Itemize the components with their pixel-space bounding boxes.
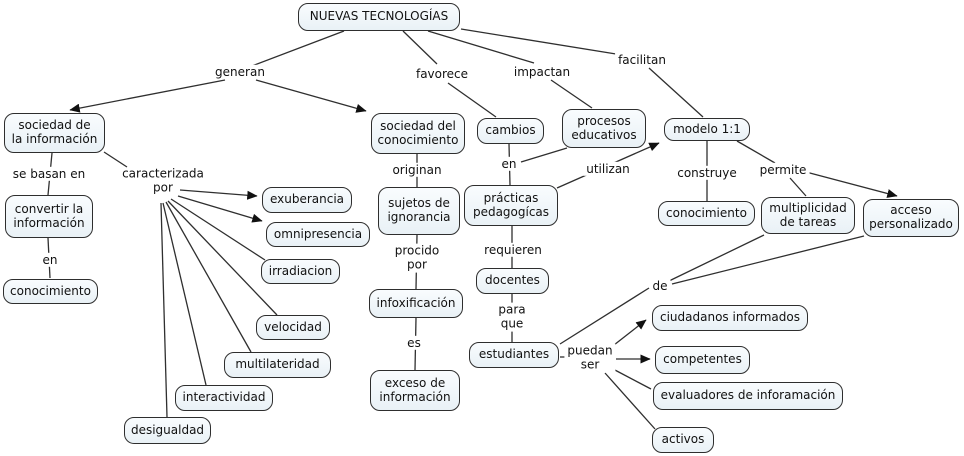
link-originan[interactable]: originan bbox=[389, 162, 445, 178]
node-conocimiento-derecha[interactable]: conocimiento bbox=[658, 201, 755, 226]
link-generan[interactable]: generan bbox=[212, 64, 268, 80]
link-puedan-ser[interactable]: puedan ser bbox=[564, 343, 616, 373]
node-activos[interactable]: activos bbox=[652, 427, 714, 453]
node-irradiacion[interactable]: irradiacion bbox=[261, 259, 340, 284]
node-multilateridad[interactable]: multilateridad bbox=[224, 352, 331, 378]
node-cambios[interactable]: cambios bbox=[477, 118, 544, 144]
connectors-top-level bbox=[69, 28, 704, 118]
connectors-modelo bbox=[668, 140, 898, 285]
node-docentes[interactable]: docentes bbox=[476, 268, 549, 294]
link-se-basan-en[interactable]: se basan en bbox=[9, 166, 89, 182]
connectors-estudiantes-fan bbox=[559, 287, 656, 430]
node-sujetos-ignorancia[interactable]: sujetos de ignorancia bbox=[378, 187, 460, 235]
link-utilizan[interactable]: utilizan bbox=[583, 161, 633, 177]
node-velocidad[interactable]: velocidad bbox=[256, 315, 330, 340]
link-requieren[interactable]: requieren bbox=[481, 242, 545, 258]
node-conocimiento-izquierda[interactable]: conocimiento bbox=[3, 279, 98, 304]
node-acceso-personalizado[interactable]: acceso personalizado bbox=[863, 199, 959, 237]
node-ciudadanos-informados[interactable]: ciudadanos informados bbox=[652, 305, 808, 331]
link-de[interactable]: de bbox=[649, 278, 671, 294]
node-infoxificacion[interactable]: infoxificación bbox=[369, 289, 463, 318]
node-modelo-1-1[interactable]: modelo 1:1 bbox=[664, 118, 750, 141]
node-estudiantes[interactable]: estudiantes bbox=[469, 342, 559, 368]
connectors-caracterizada-fan bbox=[160, 189, 278, 418]
node-competentes[interactable]: competentes bbox=[655, 346, 750, 374]
link-en-izquierda[interactable]: en bbox=[39, 252, 61, 268]
link-en-centro[interactable]: en bbox=[498, 156, 520, 172]
node-omnipresencia[interactable]: omnipresencia bbox=[266, 222, 370, 247]
node-multiplicidad-tareas[interactable]: multiplicidad de tareas bbox=[761, 197, 855, 234]
link-es[interactable]: es bbox=[404, 335, 424, 351]
node-exceso-informacion[interactable]: exceso de información bbox=[370, 370, 460, 411]
node-convertir-informacion[interactable]: convertir la información bbox=[5, 195, 93, 238]
link-para-que[interactable]: para que bbox=[495, 302, 529, 332]
link-favorece[interactable]: favorece bbox=[412, 66, 472, 82]
node-evaluadores-informacion[interactable]: evaluadores de inforamación bbox=[653, 382, 843, 410]
node-sociedad-informacion[interactable]: sociedad de la información bbox=[4, 113, 105, 153]
link-caracterizada-por[interactable]: caracterizada por bbox=[122, 166, 204, 195]
link-permite[interactable]: permite bbox=[756, 162, 810, 178]
node-nuevas-tecnologias[interactable]: NUEVAS TECNOLOGÍAS bbox=[298, 3, 460, 31]
link-procido-por[interactable]: procido por bbox=[391, 243, 443, 273]
link-impactan[interactable]: impactan bbox=[510, 64, 574, 80]
node-exuberancia[interactable]: exuberancia bbox=[262, 187, 352, 213]
link-construye[interactable]: construye bbox=[674, 165, 740, 181]
node-desigualdad[interactable]: desigualdad bbox=[124, 417, 211, 444]
node-procesos-educativos[interactable]: procesos educativos bbox=[562, 109, 646, 148]
link-facilitan[interactable]: facilitan bbox=[615, 52, 669, 68]
node-interactividad[interactable]: interactividad bbox=[175, 385, 273, 411]
node-practicas-pedagogicas[interactable]: prácticas pedagogícas bbox=[464, 185, 558, 226]
node-sociedad-conocimiento[interactable]: sociedad del conocimiento bbox=[371, 113, 465, 154]
